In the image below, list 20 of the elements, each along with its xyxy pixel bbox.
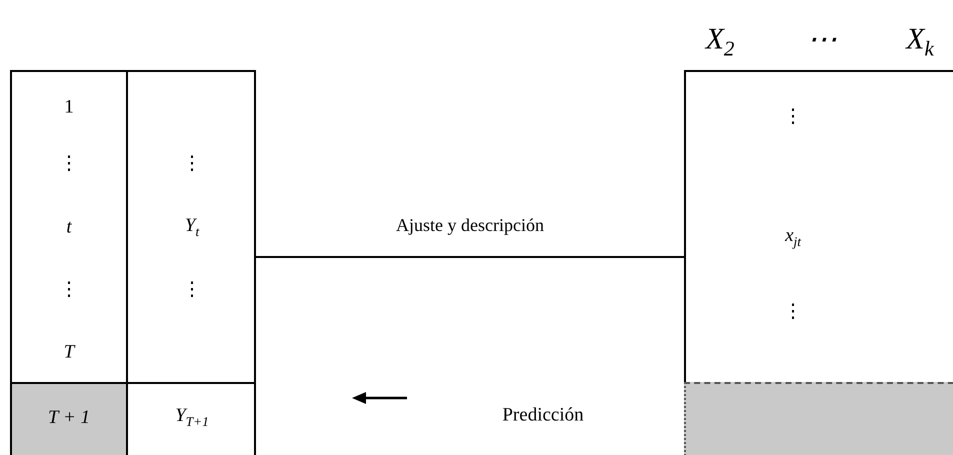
ellipsis: ⋮ xyxy=(182,154,202,174)
math-symbol: x$_{jt}$ xyxy=(785,226,801,248)
series-value: Y$_{T+1}$ xyxy=(175,406,209,428)
shaded-area xyxy=(684,382,953,455)
math-symbol: ⋮ xyxy=(784,108,802,126)
row-index: 1 xyxy=(64,98,74,116)
ellipsis: ⋮ xyxy=(182,280,202,300)
connector-line xyxy=(256,256,684,258)
row-index: t xyxy=(66,218,72,236)
ellipsis: ⋯ xyxy=(807,25,837,55)
prediction-label: Predicción xyxy=(502,406,584,424)
highlighted-cell: T + 1 xyxy=(12,384,126,455)
data-table xyxy=(10,70,256,455)
math-symbol: ⋮ xyxy=(784,302,802,322)
series-value: Y$_{t}$ xyxy=(184,216,200,238)
column-header: X$_{2}$ xyxy=(706,24,734,60)
ellipsis: ⋮ xyxy=(60,280,78,300)
row-index: T xyxy=(64,342,74,362)
ellipsis: ⋮ xyxy=(60,154,78,174)
column-header: X$_{k}$ xyxy=(906,24,934,60)
